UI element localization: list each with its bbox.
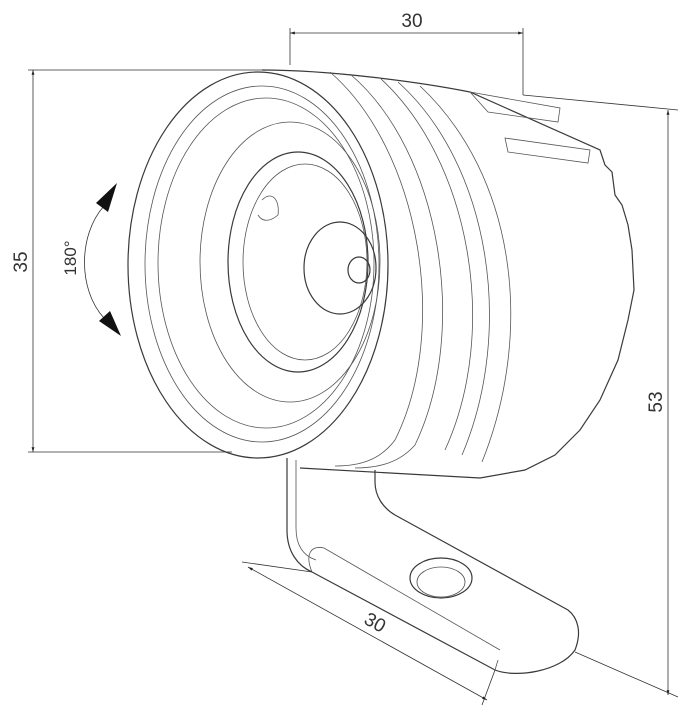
dimension-front-height: 35 [11, 69, 262, 453]
lamp-front-face [127, 71, 389, 459]
dimension-bracket-length: 30 [241, 561, 496, 706]
lamp-housing [261, 69, 635, 479]
dimension-label-top: 30 [401, 11, 422, 32]
dimension-label-right: 53 [646, 391, 667, 412]
dimension-top-width: 30 [289, 11, 524, 95]
dimension-label-bracket: 30 [360, 609, 389, 638]
rotation-arrow-down-icon [99, 311, 121, 336]
dimension-label-left: 35 [11, 251, 32, 272]
rotation-arrow-up-icon [96, 183, 117, 212]
dimension-total-height: 53 [522, 94, 679, 698]
mounting-bracket [286, 458, 580, 674]
rotation-label: 180° [61, 240, 80, 275]
rotation-indicator: 180° [61, 183, 121, 336]
